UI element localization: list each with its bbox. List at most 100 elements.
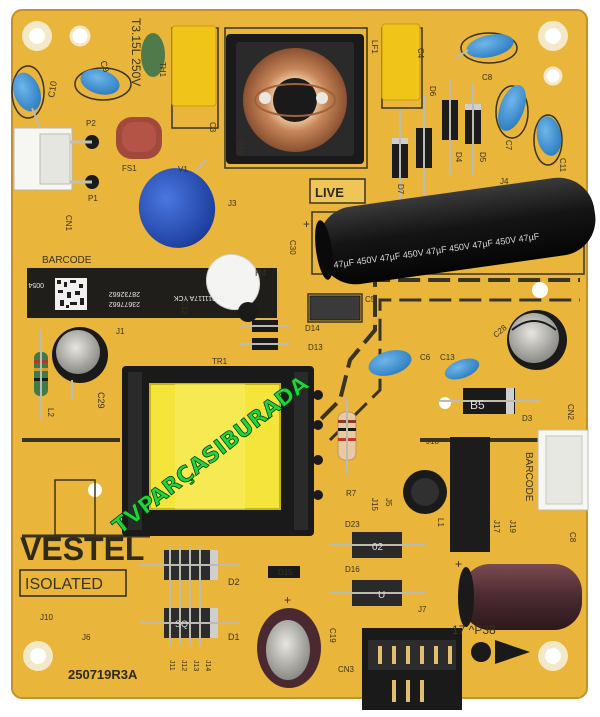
d3-marking: B5 (470, 398, 485, 412)
label-j4: J4 (500, 177, 509, 186)
label-j3: J3 (228, 199, 237, 208)
label-j13: J13 (192, 660, 199, 671)
label-c8-right: C8 (568, 532, 577, 543)
live-box (309, 178, 366, 204)
label-c12: C12 (180, 300, 189, 315)
varistor-v1 (138, 159, 216, 248)
barcode-num-1: 0054 (28, 281, 44, 288)
label-j11: J11 (168, 660, 175, 671)
capacitor-c28 (507, 310, 567, 370)
label-r7: R7 (346, 489, 357, 498)
label-plus-bulk: + (303, 217, 310, 231)
heatsink-block (450, 437, 490, 552)
barcode-num-3: 23677662 (109, 300, 140, 307)
label-j10: J10 (40, 613, 53, 622)
white-component (205, 253, 261, 322)
label-c7: C7 (504, 140, 513, 151)
diode-d15 (268, 566, 300, 578)
inductor-l1 (403, 470, 447, 514)
x2-capacitors (171, 23, 421, 107)
label-j5: J5 (384, 498, 393, 507)
label-d3: D3 (522, 414, 533, 423)
label-d15: D15 (278, 568, 293, 577)
label-j6: J6 (82, 633, 91, 642)
label-c4: C4 (416, 48, 425, 59)
label-d14: D14 (305, 324, 320, 333)
label-c13: C13 (440, 353, 455, 362)
resistor-r7 (337, 398, 357, 475)
label-v1: V1 (178, 165, 188, 174)
fuse-fs1 (116, 117, 162, 159)
label-c10: C10 (46, 80, 59, 98)
bulk-capacitor (315, 177, 596, 285)
d1-marking: SQ (175, 619, 188, 629)
live-label: LIVE (315, 185, 344, 200)
barcode-label-right: BARCODE (523, 452, 534, 502)
vertical-diodes (392, 80, 481, 200)
label-j12: J12 (180, 660, 187, 671)
label-c3: C3 (208, 122, 217, 133)
label-c5: C5 (365, 295, 376, 304)
connector-p1 (13, 127, 99, 191)
capacitor-c29 (52, 327, 108, 400)
label-d13: D13 (308, 343, 323, 352)
diode-d3 (438, 388, 540, 414)
label-plus-brown: + (455, 557, 462, 571)
board-code: 250719R3A (68, 667, 138, 682)
label-d16: D16 (345, 565, 360, 574)
label-c29: C29 (96, 392, 106, 409)
label-p2: P2 (86, 119, 96, 128)
label-d1: D1 (228, 632, 240, 642)
label-j17: J17 (492, 520, 501, 533)
barcode-num-4: 1H211117A YCK (173, 294, 225, 301)
barcode-num-2: 28732662 (109, 290, 140, 297)
barcode-label-top: BARCODE (42, 255, 92, 266)
bottom-diodes (140, 545, 240, 645)
capacitor-c19 (257, 608, 321, 688)
label-l2: L2 (46, 408, 55, 417)
label-cn1: CN1 (64, 215, 73, 232)
common-mode-choke (226, 34, 364, 164)
center-diodes (330, 532, 425, 606)
connector-cn2 (537, 429, 589, 511)
label-fs1: FS1 (122, 164, 137, 173)
label-lf1: LF1 (370, 40, 379, 54)
label-p1: P1 (88, 194, 98, 203)
label-d5: D5 (478, 152, 487, 163)
label-th1: TH1 (158, 62, 167, 78)
label-l1: L1 (436, 518, 445, 527)
green-capacitor (141, 33, 165, 77)
label-d4: D4 (454, 152, 463, 163)
label-d7: D7 (396, 184, 405, 195)
label-j15: J15 (370, 498, 379, 511)
label-d23: D23 (345, 520, 360, 529)
d14-component (309, 295, 361, 321)
transformer-tr1 (122, 366, 323, 536)
brown-capacitor (458, 564, 582, 630)
d16-marking: U (378, 590, 385, 601)
label-c17-partial: 17 ^P38 (452, 623, 496, 637)
d23-marking: 02 (372, 542, 384, 553)
label-plus-c19: + (284, 593, 291, 607)
label-c8: C8 (482, 73, 493, 82)
isolated-label: ISOLATED (25, 576, 103, 593)
label-d6: D6 (428, 86, 437, 97)
label-c30: C30 (288, 240, 297, 255)
label-c11: C11 (558, 158, 567, 173)
label-c19: C19 (328, 628, 337, 643)
label-j19: J19 (508, 520, 517, 533)
isolated-box (19, 569, 127, 597)
label-cn2: CN2 (566, 404, 575, 421)
brand-logo: VESTEL (20, 531, 144, 567)
label-tr1: TR1 (212, 357, 228, 366)
small-diodes (240, 320, 290, 350)
label-j14: J14 (204, 660, 211, 671)
label-c6: C6 (420, 353, 431, 362)
label-c18: C18 (236, 140, 245, 155)
label-r4: R4 (255, 268, 267, 278)
label-cn3: CN3 (338, 665, 355, 674)
header-cn3 (362, 628, 530, 710)
label-j7: J7 (418, 605, 427, 614)
